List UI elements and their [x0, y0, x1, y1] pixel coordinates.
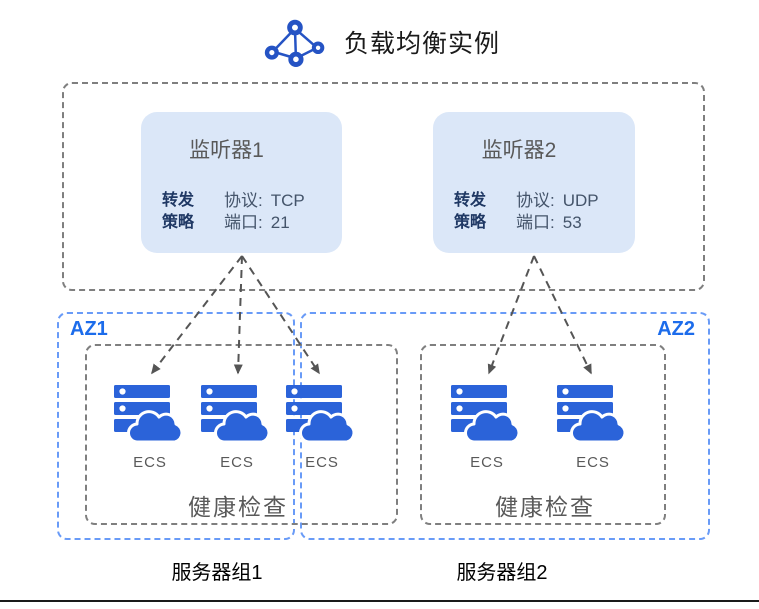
listener-1-protocol-value: TCP: [270, 191, 305, 210]
server-group-2-label: 服务器组2: [456, 562, 548, 584]
listener-1-card: 监听器1 转发 策略 协议:TCP 端口:21: [141, 112, 342, 253]
ecs-instance: ECS: [201, 385, 273, 471]
ecs-label: ECS: [470, 454, 504, 471]
listener-2-port-value: 53: [562, 213, 582, 232]
listener-2-policy-label: 转发 策略: [454, 192, 487, 231]
ecs-server-icon: [114, 385, 184, 444]
ecs-server-icon: [451, 385, 521, 444]
listener-1-title: 监听器1: [189, 139, 264, 162]
cloud-icon: [299, 410, 356, 444]
ecs-label: ECS: [576, 454, 610, 471]
ecs-instance: ECS: [451, 385, 523, 471]
cloud-icon: [127, 410, 184, 444]
load-balancer-icon: [264, 19, 325, 67]
diagram-title: 负载均衡实例: [344, 30, 501, 58]
load-balancer-box: [62, 82, 705, 291]
health-check-label-1: 健康检查: [188, 494, 288, 520]
az2-label: AZ2: [657, 318, 695, 340]
listener-1-port-row: 端口:21: [224, 213, 290, 232]
cloud-icon: [214, 410, 271, 444]
diagram-header: 负载均衡实例: [260, 16, 500, 68]
ecs-label: ECS: [220, 454, 254, 471]
listener-2-card: 监听器2 转发 策略 协议:UDP 端口:53: [433, 112, 635, 253]
ecs-label: ECS: [305, 454, 339, 471]
listener-1-policy-label: 转发 策略: [162, 192, 195, 231]
listener-1-rules: 协议:TCP 端口:21: [224, 190, 305, 234]
ecs-server-icon: [286, 385, 356, 444]
cloud-icon: [464, 410, 521, 444]
health-check-label-2: 健康检查: [495, 494, 595, 520]
ecs-instance: ECS: [286, 385, 358, 471]
listener-1-port-value: 21: [270, 213, 290, 232]
bottom-divider: [0, 600, 759, 602]
ecs-server-icon: [557, 385, 627, 444]
ecs-server-icon: [201, 385, 271, 444]
listener-2-protocol-row: 协议:UDP: [516, 191, 599, 210]
ecs-instance: ECS: [557, 385, 629, 471]
listener-2-content: 转发 策略 协议:UDP 端口:53: [454, 190, 599, 234]
listener-1-protocol-row: 协议:TCP: [224, 191, 305, 210]
ecs-instance: ECS: [114, 385, 186, 471]
listener-2-protocol-value: UDP: [562, 191, 599, 210]
listener-1-content: 转发 策略 协议:TCP 端口:21: [162, 190, 305, 234]
az1-label: AZ1: [70, 318, 108, 340]
server-group-1-label: 服务器组1: [171, 562, 263, 584]
listener-2-rules: 协议:UDP 端口:53: [516, 190, 599, 234]
listener-2-port-row: 端口:53: [516, 213, 582, 232]
listener-2-title: 监听器2: [481, 139, 557, 162]
cloud-icon: [570, 410, 627, 444]
ecs-label: ECS: [133, 454, 167, 471]
